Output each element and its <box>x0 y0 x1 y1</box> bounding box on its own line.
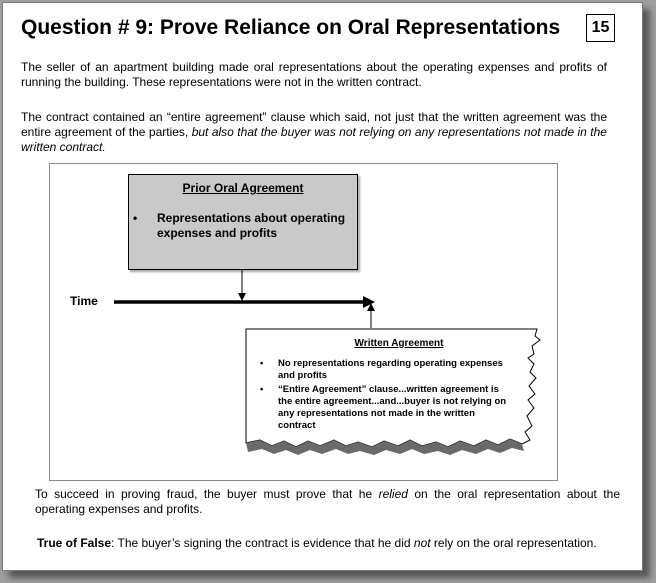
intro-paragraph-1: The seller of an apartment building made… <box>21 60 607 89</box>
written-item-text: No representations regarding operating e… <box>278 358 503 381</box>
oral-agreement-text: Representations about operating expenses… <box>157 211 346 240</box>
prior-oral-agreement-box: Prior Oral Agreement • Representations a… <box>128 174 358 270</box>
oral-bullet-icon: • <box>133 211 138 225</box>
intro-paragraph-2-text: The contract contained an “entire agreem… <box>21 110 607 139</box>
fraud-paragraph: To succeed in proving fraud, the buyer m… <box>35 487 620 517</box>
oral-to-timeline-arrowhead <box>238 293 246 301</box>
written-item: • “Entire Agreement” clause...written agr… <box>260 384 510 432</box>
bullet-icon: • <box>260 358 264 369</box>
question-text-end: rely on the oral representation. <box>430 536 597 550</box>
intro-paragraph-2-italic: but also that the buyer was not relying … <box>21 125 607 154</box>
bullet-icon: • <box>260 384 264 395</box>
question-text-italic: not <box>413 536 431 550</box>
fraud-text-start: To succeed in proving fraud, the buyer m… <box>35 487 379 501</box>
slide: Question # 9: Prove Reliance on Oral Rep… <box>2 2 643 571</box>
timeline-diagram: Prior Oral Agreement • Representations a… <box>49 163 558 481</box>
oral-agreement-heading: Prior Oral Agreement <box>182 181 304 195</box>
question-text-start: : The buyer’s signing the contract is ev… <box>111 536 414 550</box>
timeline-arrowhead <box>363 296 375 308</box>
written-to-timeline-arrowhead <box>367 303 375 311</box>
timeline-graphics <box>114 268 541 455</box>
page-number: 15 <box>586 14 615 42</box>
page-title: Question # 9: Prove Reliance on Oral Rep… <box>21 16 561 39</box>
question-paragraph: True of False: The buyer’s signing the c… <box>37 536 620 551</box>
written-agreement-heading: Written Agreement <box>354 338 444 349</box>
fraud-text-italic: relied <box>378 487 408 501</box>
fraud-text-end: on the oral representation about the ope… <box>35 487 620 516</box>
question-label: True of False <box>37 536 112 550</box>
written-item: • No representations regarding operating … <box>260 358 510 382</box>
written-agreement-list: • No representations regarding operating … <box>260 358 510 434</box>
time-label: Time <box>70 294 98 308</box>
intro-paragraph-2: The contract contained an “entire agreem… <box>21 110 607 155</box>
written-agreement-shadow <box>246 439 524 455</box>
written-item-text: “Entire Agreement” clause...written agre… <box>278 384 507 431</box>
